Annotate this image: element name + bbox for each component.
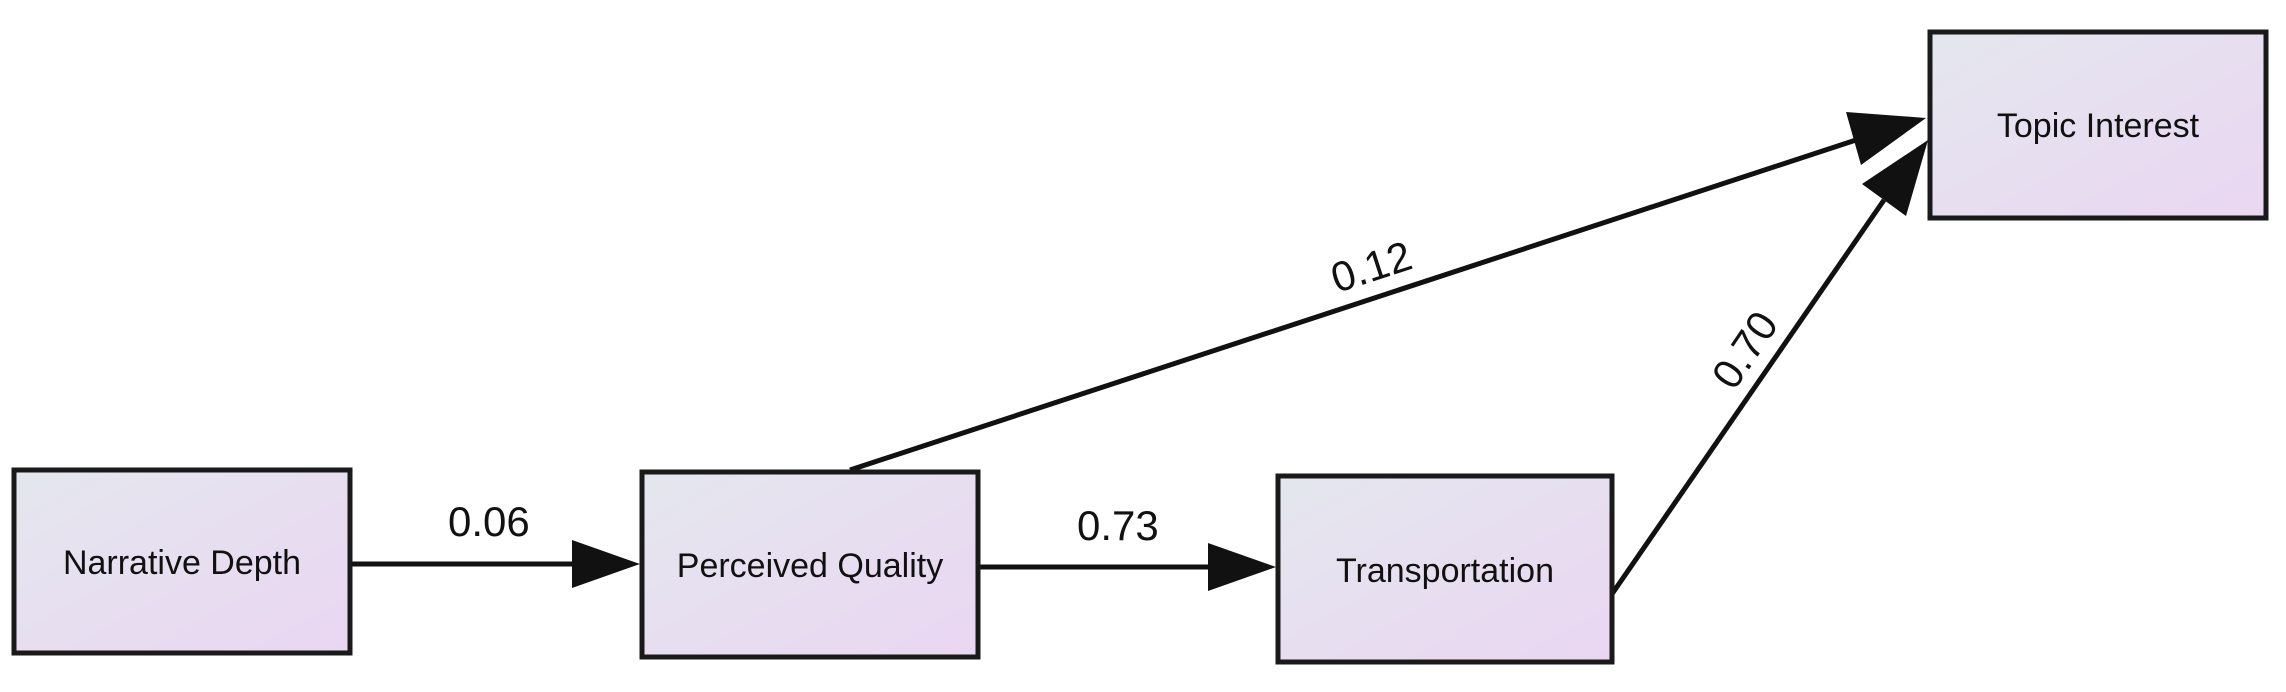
edge-line <box>849 137 1857 473</box>
edge-transportation-to-topic-interest <box>1609 140 1928 596</box>
arrowhead <box>1846 112 1926 165</box>
node-label: Perceived Quality <box>677 547 943 585</box>
edge-label-perceived-quality-to-topic-interest: 0.12 <box>1325 232 1417 302</box>
node-box <box>1927 29 2269 221</box>
node-label: Topic Interest <box>1997 107 2200 145</box>
node-label: Narrative Depth <box>63 544 301 582</box>
arrowhead <box>572 540 640 588</box>
arrowhead <box>1862 140 1928 216</box>
node-label: Transportation <box>1336 552 1554 590</box>
edge-narrative-depth-to-perceived-quality <box>350 540 640 588</box>
edge-label-narrative-depth-to-perceived-quality: 0.06 <box>448 498 530 545</box>
node-box <box>1275 473 1615 665</box>
node-box <box>11 467 353 656</box>
arrowhead <box>1208 543 1276 591</box>
node-box <box>639 469 981 660</box>
node-topic-interest: Topic Interest <box>1927 29 2269 221</box>
node-perceived-quality: Perceived Quality <box>639 469 981 660</box>
edge-line <box>1609 198 1887 596</box>
node-narrative-depth: Narrative Depth <box>11 467 353 656</box>
edge-label-perceived-quality-to-transportation: 0.73 <box>1077 502 1159 549</box>
edge-label-transportation-to-topic-interest: 0.70 <box>1702 303 1787 397</box>
edge-perceived-quality-to-transportation <box>978 543 1276 591</box>
node-transportation: Transportation <box>1275 473 1615 665</box>
edge-perceived-quality-to-topic-interest <box>849 112 1926 473</box>
